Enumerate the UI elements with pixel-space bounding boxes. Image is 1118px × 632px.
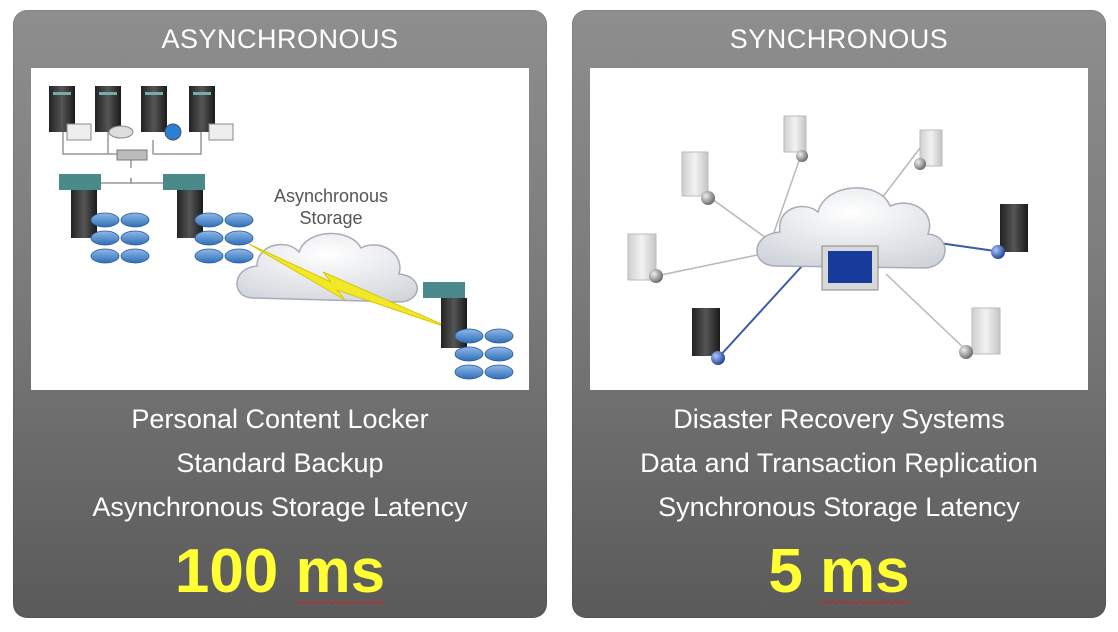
diagram-label-storage: Storage: [299, 208, 362, 228]
server-icon: [95, 86, 134, 139]
panel-title-synchronous: SYNCHRONOUS: [729, 24, 949, 54]
sync-latency-unit: ms: [820, 537, 910, 606]
server-icon: [991, 204, 1028, 259]
cloud-icon: [756, 187, 946, 269]
asynchronous-storage-diagram: Asynchronous Storage: [31, 68, 529, 390]
cloud-icon: [236, 232, 418, 303]
async-diagram-svg: Asynchronous Storage: [49, 86, 514, 380]
panel-title-asynchronous: ASYNCHRONOUS: [161, 24, 399, 54]
async-latency-value: 100 ms: [13, 536, 547, 607]
async-latency-unit: ms: [295, 537, 386, 606]
sync-use-case-1: Disaster Recovery Systems: [673, 404, 1005, 434]
server-icon: [681, 151, 715, 205]
server-icon: [914, 129, 943, 170]
synchronous-storage-diagram: [590, 68, 1088, 390]
diagram-label-asynchronous: Asynchronous: [274, 186, 388, 206]
sync-latency-value: 5 ms: [572, 536, 1106, 607]
sync-latency-number: 5: [768, 537, 803, 606]
server-icon: [189, 86, 234, 141]
server-icon: [692, 308, 725, 365]
server-icon: [141, 86, 182, 141]
sync-diagram-svg: [627, 115, 1028, 365]
database-icon: [454, 328, 514, 380]
network-switch-icon: [116, 149, 148, 161]
monitor-icon: [821, 245, 879, 291]
server-icon: [783, 115, 808, 162]
server-icon: [627, 233, 663, 283]
database-icon: [90, 212, 150, 264]
async-use-case-1: Personal Content Locker: [131, 404, 429, 434]
server-icon: [59, 174, 101, 238]
sync-use-case-2: Data and Transaction Replication: [640, 448, 1038, 478]
synchronous-panel: SYNCHRONOUS: [572, 10, 1106, 618]
async-latency-label: Asynchronous Storage Latency: [92, 492, 468, 522]
server-icon: [49, 86, 92, 141]
server-icon: [163, 174, 205, 238]
asynchronous-panel: ASYNCHRONOUS: [13, 10, 547, 618]
sync-latency-label: Synchronous Storage Latency: [658, 492, 1020, 522]
globe-icon: [164, 123, 182, 141]
async-latency-number: 100: [174, 537, 279, 606]
database-icon: [194, 212, 254, 264]
server-icon: [959, 307, 1001, 359]
async-use-case-2: Standard Backup: [176, 448, 384, 478]
